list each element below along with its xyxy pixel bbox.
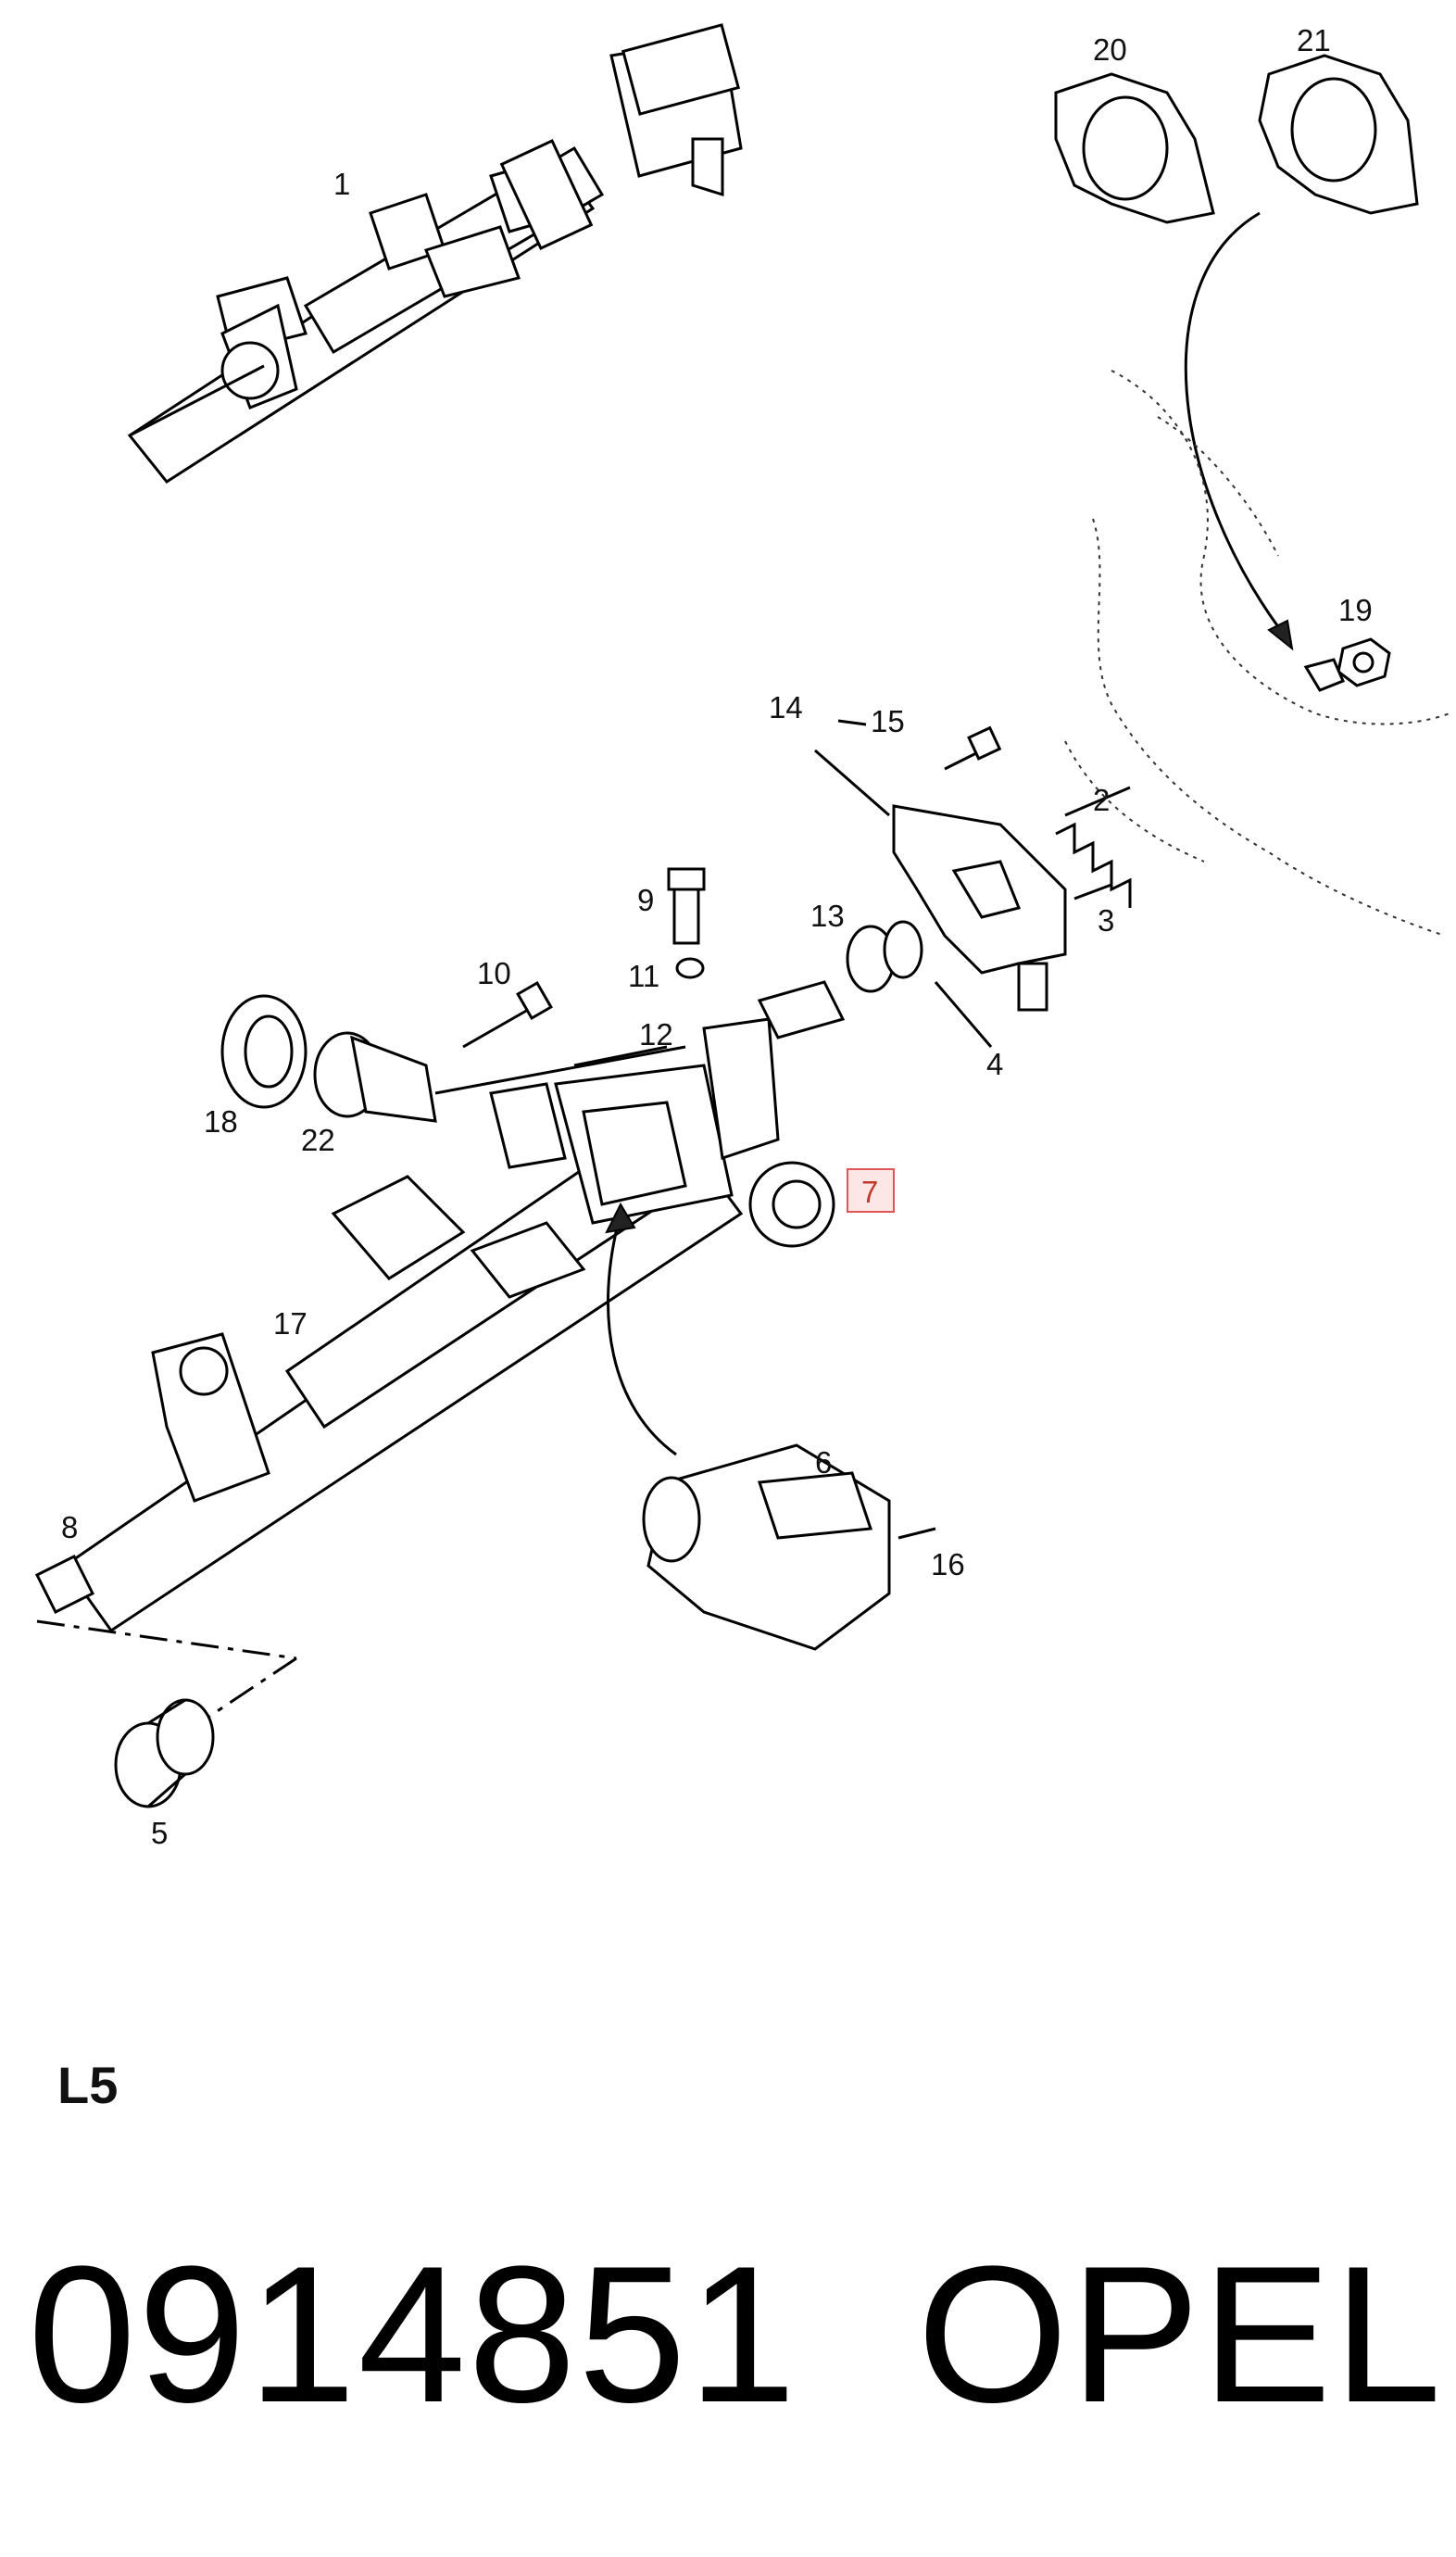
brand-name: OPEL bbox=[917, 2225, 1444, 2443]
callout-12: 12 bbox=[639, 1017, 673, 1052]
seal-18-drawing bbox=[220, 994, 308, 1109]
callout-22: 22 bbox=[301, 1123, 335, 1157]
callout-7: 7 bbox=[861, 1175, 878, 1209]
ring-13-drawing bbox=[846, 920, 923, 993]
screw-15-drawing bbox=[944, 725, 1002, 771]
callout-16: 16 bbox=[931, 1547, 965, 1581]
lock-cylinder-22-drawing bbox=[313, 1031, 686, 1123]
callout-2: 2 bbox=[1093, 783, 1110, 817]
part-number: 0914851 bbox=[28, 2225, 798, 2443]
callout-9: 9 bbox=[637, 883, 654, 917]
dashboard-outline bbox=[1064, 370, 1450, 937]
callout-8: 8 bbox=[61, 1510, 78, 1544]
callout-19: 19 bbox=[1338, 593, 1373, 627]
arrow-head-icon bbox=[1267, 619, 1294, 651]
callout-11: 11 bbox=[628, 959, 659, 993]
callout-7-highlight bbox=[847, 1168, 895, 1213]
section-label: L5 bbox=[57, 2056, 119, 2114]
arrow-from-6 bbox=[607, 1213, 677, 1456]
callout-3: 3 bbox=[1098, 903, 1114, 938]
screw-3-drawing bbox=[1073, 883, 1112, 901]
lock-washer-20-drawing bbox=[1054, 72, 1215, 224]
washer-11-drawing bbox=[675, 957, 705, 979]
bolt-9-drawing bbox=[667, 867, 706, 945]
callout-6: 6 bbox=[815, 1445, 832, 1480]
steering-column-lower-drawing bbox=[34, 980, 846, 1734]
callout-17: 17 bbox=[273, 1306, 308, 1341]
screw-16-drawing bbox=[897, 1527, 936, 1540]
arrow-to-19 bbox=[1184, 211, 1289, 640]
arrow-head-icon bbox=[605, 1202, 636, 1234]
sleeve-5-drawing bbox=[114, 1698, 215, 1808]
callout-13: 13 bbox=[810, 899, 845, 933]
steering-lock-6-drawing bbox=[642, 1443, 891, 1651]
spring-2-drawing bbox=[1055, 786, 1132, 908]
bolt-10-drawing bbox=[462, 980, 553, 1049]
lock-washer-21-drawing bbox=[1258, 54, 1419, 215]
callout-5: 5 bbox=[151, 1816, 168, 1850]
leader-lines bbox=[573, 719, 993, 1067]
lock-housing-14-drawing bbox=[892, 804, 1067, 1012]
callout-14: 14 bbox=[769, 690, 803, 724]
callout-1: 1 bbox=[333, 167, 350, 201]
steering-column-upper-drawing bbox=[127, 23, 743, 484]
callout-15: 15 bbox=[871, 704, 905, 738]
callout-20: 20 bbox=[1093, 32, 1127, 67]
callout-18: 18 bbox=[204, 1104, 238, 1139]
callout-4: 4 bbox=[986, 1047, 1003, 1081]
callout-10: 10 bbox=[477, 956, 511, 990]
ignition-switch-7-drawing bbox=[748, 1161, 835, 1248]
callout-21: 21 bbox=[1297, 23, 1331, 57]
nut-19-drawing bbox=[1303, 637, 1391, 692]
